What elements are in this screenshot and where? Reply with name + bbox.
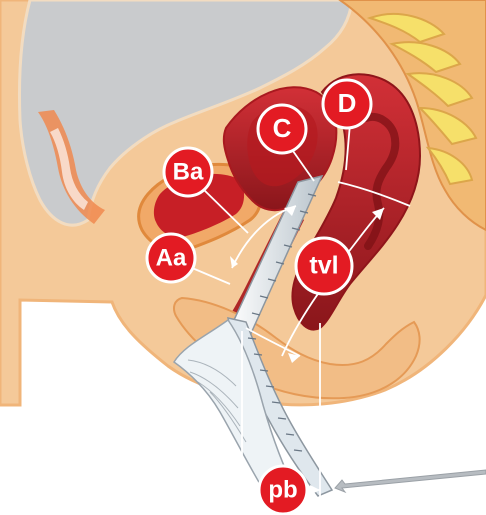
label-aa-text: Aa [156, 244, 187, 271]
label-c: C [258, 105, 306, 153]
pointer-arrow [335, 470, 486, 492]
label-tvl-text: tvl [309, 252, 338, 280]
label-pb-text: pb [268, 476, 297, 503]
label-c-text: C [273, 113, 292, 143]
label-tvl: tvl [296, 238, 352, 294]
label-pb: pb [259, 466, 307, 514]
label-d-text: D [338, 88, 357, 118]
label-aa: Aa [147, 234, 195, 282]
arrow-pb-left [242, 485, 252, 495]
label-d: D [323, 80, 371, 128]
label-ba: Ba [164, 148, 212, 196]
label-ba-text: Ba [173, 158, 204, 185]
